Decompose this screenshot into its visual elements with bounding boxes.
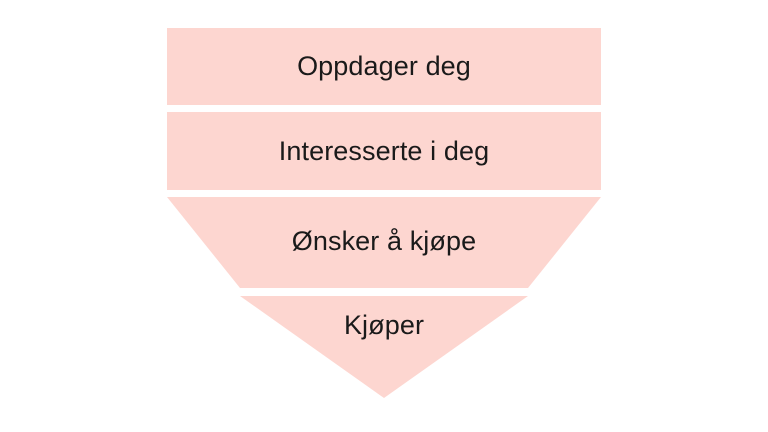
funnel-band-3-shape[interactable] — [167, 197, 601, 288]
funnel-stage-3-label: Ønsker å kjøpe — [291, 226, 477, 256]
funnel-stage-1-label: Oppdager deg — [297, 51, 471, 81]
funnel-band-1-shape[interactable] — [167, 28, 601, 105]
funnel-stage-2-label: Interesserte i deg — [278, 136, 490, 166]
funnel-band-2-shape[interactable] — [167, 112, 601, 190]
funnel-stage-4-label: Kjøper — [343, 310, 425, 340]
funnel-band-4-shape[interactable] — [240, 296, 528, 398]
